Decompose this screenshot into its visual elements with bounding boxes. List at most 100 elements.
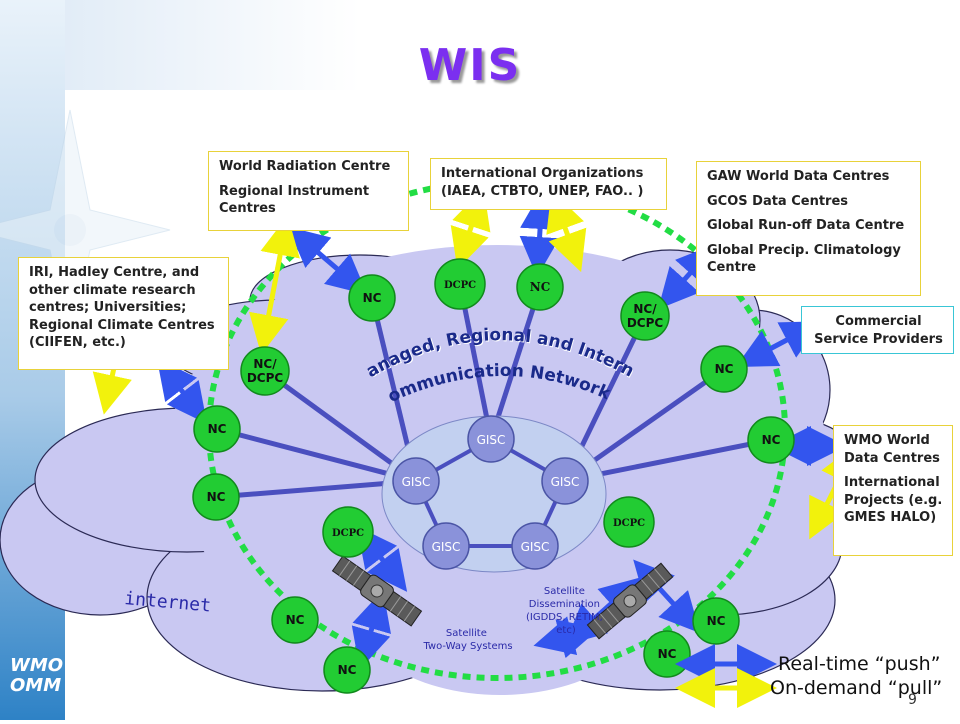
box-radiation-line: World Radiation Centre xyxy=(219,159,391,174)
satellites xyxy=(331,555,674,640)
push-arrow xyxy=(533,616,600,659)
panel-grid xyxy=(641,579,654,594)
dcpc-node xyxy=(434,258,486,310)
satellite-dish xyxy=(370,584,384,598)
exchange-arrows xyxy=(92,188,858,670)
satellite-two-way-caption: Satellite Two-Way Systems xyxy=(422,628,512,652)
box-gaw-data-centres: GAW World Data Centres GCOS Data Centres… xyxy=(696,161,921,296)
nc-label: NC xyxy=(207,490,226,504)
nc-label: NC xyxy=(286,613,305,627)
link-line xyxy=(488,286,543,440)
satellite-dish xyxy=(623,594,637,608)
nc-node xyxy=(700,345,748,393)
box-commercial-providers: Commercial Service Providers xyxy=(801,306,954,354)
dcpc-node xyxy=(603,496,655,548)
satellite-dissemination-caption: Satellite Dissemination (IGDDS, RETIM, e… xyxy=(526,586,606,636)
panel-grid xyxy=(396,601,408,617)
gisc-node xyxy=(392,457,440,505)
nc-node xyxy=(516,263,564,311)
nc-label: NC xyxy=(338,663,357,677)
nc-node xyxy=(747,416,795,464)
panel-grid xyxy=(593,619,606,634)
pull-arrow xyxy=(249,215,300,355)
legend-pull-label: On-demand “pull” xyxy=(770,677,943,699)
panel-grid xyxy=(647,573,660,589)
panel-grid xyxy=(600,613,613,629)
ncdcpc-node xyxy=(620,291,670,341)
push-arrow xyxy=(156,358,208,424)
nc-label: NC xyxy=(762,433,781,447)
nc-node xyxy=(192,473,240,521)
push-arrow xyxy=(288,226,368,295)
gisc-node xyxy=(422,522,470,570)
ncdcpc-label: NC/ xyxy=(633,302,657,316)
gisc-node-label: GISC xyxy=(402,475,431,489)
ncdcpc-label: DCPC xyxy=(627,316,664,330)
ncdcpc-node xyxy=(240,346,290,396)
nc-label: NC xyxy=(715,362,734,376)
dcpc-label: DCPC xyxy=(332,528,364,539)
box-gaw-line: GCOS Data Centres xyxy=(707,193,849,209)
panel-grid xyxy=(403,605,415,622)
satellite xyxy=(331,555,423,627)
link-line xyxy=(263,368,418,484)
nc-node xyxy=(323,646,371,694)
nc-label: NC xyxy=(530,280,551,294)
dcpc-label: DCPC xyxy=(444,280,476,291)
box-gaw-line: GAW World Data Centres xyxy=(707,169,890,184)
box-gaw-line: Global Run-off Data Centre xyxy=(707,218,905,234)
wmo-logo: WMO OMM xyxy=(10,656,63,696)
push-arrow xyxy=(735,321,823,368)
panel-grid xyxy=(389,596,402,612)
panel-grid xyxy=(339,560,351,577)
box-international-line: International Organizations (IAEA, CTBTO… xyxy=(441,166,644,199)
push-arrow xyxy=(356,526,408,592)
box-international-organizations: International Organizations (IAEA, CTBTO… xyxy=(430,158,667,210)
box-iri-line: IRI, Hadley Centre, and other climate re… xyxy=(29,265,215,351)
nc-node xyxy=(193,405,241,453)
box-climate-research: IRI, Hadley Centre, and other climate re… xyxy=(18,257,229,370)
nc-node xyxy=(271,596,319,644)
push-arrow xyxy=(658,243,717,310)
box-radiation-centres: World Radiation Centre Regional Instrume… xyxy=(208,151,409,231)
legend-push-label: Real-time “push” xyxy=(778,653,941,675)
box-radiation-line: Regional Instrument Centres xyxy=(219,183,370,217)
dcpc-node xyxy=(322,506,374,558)
nc-node xyxy=(348,274,396,322)
gisc-node xyxy=(541,457,589,505)
nc-label: NC xyxy=(707,614,726,628)
box-wmo-world-data: WMO World Data Centres International Pro… xyxy=(833,425,953,556)
nc-label: NC xyxy=(658,647,677,661)
gisc-node xyxy=(511,522,559,570)
panel-grid xyxy=(346,565,358,581)
link-line xyxy=(457,283,494,440)
gisc-node xyxy=(467,415,515,463)
panel-grid xyxy=(352,570,365,586)
panel-grid xyxy=(606,608,619,623)
page-number: 9 xyxy=(908,692,917,708)
pull-arrow xyxy=(450,188,491,270)
ncdcpc-label: DCPC xyxy=(247,371,284,385)
gisc-node-label: GISC xyxy=(432,540,461,554)
box-wmo-world-line: WMO World Data Centres xyxy=(844,433,940,466)
logo-line: WMO xyxy=(10,655,64,676)
page-title: WIS xyxy=(418,40,522,91)
pull-arrow xyxy=(546,190,587,273)
nc-label: NC xyxy=(363,291,382,305)
satellite xyxy=(586,562,674,640)
dcpc-label: DCPC xyxy=(613,518,645,529)
gisc-node-label: GISC xyxy=(551,475,580,489)
panel-grid xyxy=(654,568,667,583)
push-arrow xyxy=(351,590,391,670)
gisc-node-label: GISC xyxy=(477,433,506,447)
link-line xyxy=(216,426,417,484)
nc-label: NC xyxy=(208,422,227,436)
logo-line: OMM xyxy=(10,674,62,696)
ncdcpc-label: NC/ xyxy=(253,357,277,371)
box-wmo-world-line: International Projects (e.g. GMES HALO) xyxy=(844,475,943,526)
box-commercial-line: Commercial Service Providers xyxy=(814,314,943,347)
gisc-node-label: GISC xyxy=(521,540,550,554)
box-gaw-line: Global Precip. Climatology Centre xyxy=(707,242,901,276)
